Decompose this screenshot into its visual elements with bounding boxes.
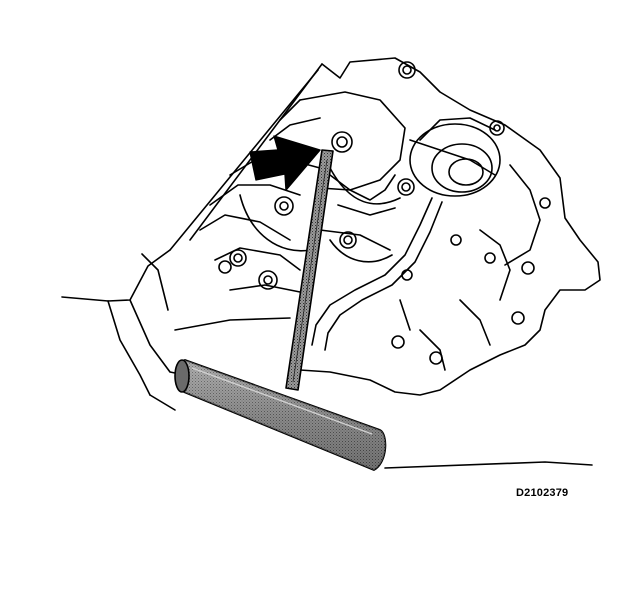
chassis-lines xyxy=(61,63,593,469)
arrow-icon xyxy=(249,135,321,191)
lower-cover xyxy=(239,167,401,263)
tool-t-handle xyxy=(174,359,387,471)
strainer-pipe xyxy=(311,197,443,351)
figure-code-label: D2102379 xyxy=(516,487,569,499)
transmission-case xyxy=(174,57,601,396)
bolt-bosses xyxy=(218,61,551,365)
pump-housing xyxy=(409,117,505,197)
tool-extension-rod xyxy=(285,149,334,391)
